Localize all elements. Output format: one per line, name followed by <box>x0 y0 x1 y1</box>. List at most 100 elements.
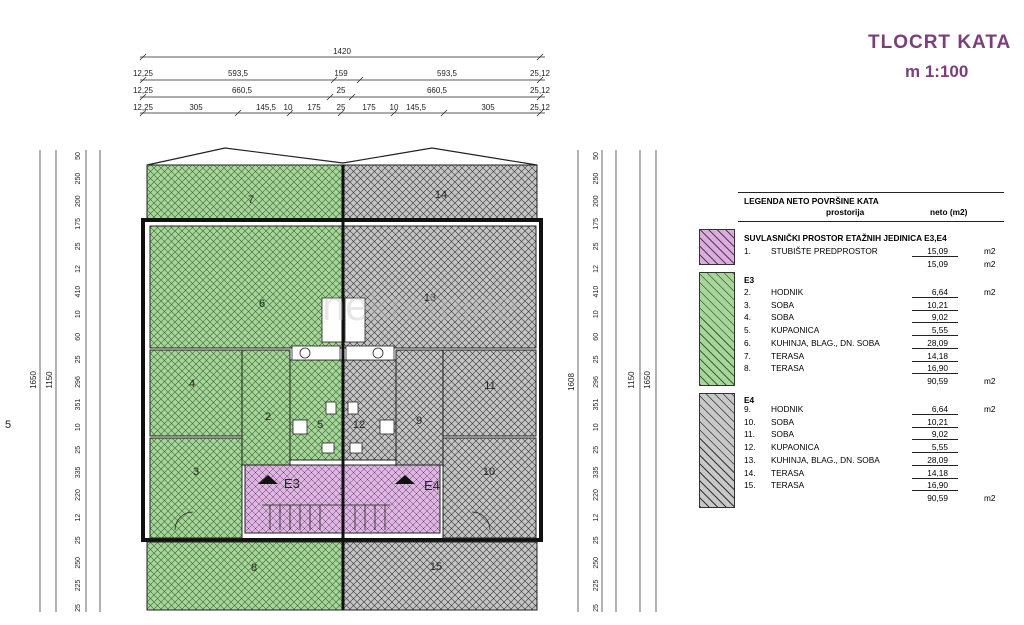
dim-label: 305 <box>481 103 495 112</box>
legend-row-val: 28,09 <box>927 454 948 465</box>
room-3 <box>149 437 243 539</box>
legend-row-n: 10. <box>744 416 756 427</box>
plan-scale: m 1:100 <box>905 62 969 81</box>
dim-left-mid: 1150 <box>45 371 54 389</box>
dim-label: 220 <box>593 489 600 501</box>
dim-label: 159 <box>334 69 348 78</box>
dim-label: 12,25 <box>133 103 154 112</box>
dim-label: 10 <box>593 310 600 318</box>
dim-label: 12 <box>75 265 82 273</box>
room-label-7: 7 <box>248 194 254 206</box>
room-4 <box>149 349 243 437</box>
dim-label: 296 <box>75 376 82 388</box>
legend-row-name: SOBA <box>771 416 795 427</box>
room-label-11: 11 <box>484 380 495 392</box>
dim-label: 660,5 <box>427 86 448 95</box>
room-label-5: 5 <box>317 419 323 431</box>
dim-tick <box>330 76 338 84</box>
legend-swatch-common <box>699 229 735 265</box>
dim-top-total: 1420 <box>333 47 351 56</box>
dim-tick <box>286 109 294 117</box>
dim-label: 335 <box>75 466 82 478</box>
dim-label: 25 <box>593 536 600 544</box>
room-label-12: 12 <box>353 419 365 431</box>
dim-label: 200 <box>75 195 82 207</box>
dim-label: 335 <box>593 466 600 478</box>
dim-label: 660,5 <box>232 86 253 95</box>
legend-total-value: 90,59 <box>927 492 948 503</box>
legend-row-n: 2. <box>744 287 751 297</box>
dim-label: 250 <box>593 557 600 569</box>
legend-row-name: SOBA <box>771 299 795 310</box>
legend-row-n: 9. <box>744 404 751 414</box>
legend-row-name: TERASA <box>771 480 805 491</box>
legend-e4-title: E4 <box>744 395 755 405</box>
dim-label: 175 <box>593 218 600 230</box>
dim-label: 10 <box>75 423 82 431</box>
legend-row-n: 8. <box>744 363 751 374</box>
legend-row-val: 15,09 <box>927 246 948 256</box>
dim-label: 175 <box>307 103 321 112</box>
room-label-9: 9 <box>416 415 422 427</box>
dim-label: 175 <box>75 218 82 230</box>
dim-right-outer: 1650 <box>643 371 652 389</box>
dim-label: 296 <box>593 376 600 388</box>
dim-label: 220 <box>75 489 82 501</box>
legend-swatch-e4 <box>699 393 735 508</box>
room-label-3: 3 <box>193 466 199 478</box>
dim-tick <box>348 93 356 101</box>
legend-row-name: SOBA <box>771 312 795 323</box>
dim-label: 12 <box>593 265 600 273</box>
dim-left-letter: 5 <box>5 419 11 431</box>
legend-total-value: 15,09 <box>927 258 948 269</box>
dim-label: 25 <box>75 242 82 250</box>
dim-label: 25,12 <box>530 86 551 95</box>
legend-row-val: 14,18 <box>927 467 948 478</box>
top-dimensions <box>139 53 545 117</box>
dim-label: 410 <box>593 286 600 298</box>
room-label-13: 13 <box>424 292 436 304</box>
legend-row-n: 6. <box>744 337 751 348</box>
room-14 <box>342 164 538 221</box>
dim-label: 50 <box>75 152 82 160</box>
room-7 <box>146 164 344 221</box>
room-label-1: 1 <box>339 486 345 498</box>
dim-label: 25 <box>593 355 600 363</box>
dim-label: 10 <box>390 103 399 112</box>
dim-label: 250 <box>75 557 82 569</box>
dim-label: 593,5 <box>437 69 458 78</box>
dim-tick <box>440 109 448 117</box>
legend-row-n: 7. <box>744 350 751 361</box>
dim-label: 200 <box>593 195 600 207</box>
room-label-10: 10 <box>483 466 495 478</box>
legend-row-n: 14. <box>744 467 756 478</box>
legend-row-name: SOBA <box>771 429 795 440</box>
legend-row-val: 9,02 <box>931 429 948 440</box>
legend-row-name: STUBIŠTE PREDPROSTOR <box>771 246 878 256</box>
dim-label: 60 <box>75 333 82 341</box>
legend-row-n: 12. <box>744 442 756 453</box>
legend-common-title: SUVLASNIČKI PROSTOR ETAŽNIH JEDINICA E3,… <box>744 233 947 243</box>
dim-tick <box>139 93 147 101</box>
dim-label: 12 <box>75 514 82 522</box>
legend-row-val: 9,02 <box>931 312 948 323</box>
unit-label-e3: E3 <box>284 476 300 491</box>
dim-tick <box>234 109 242 117</box>
legend-row-val: 16,90 <box>927 480 948 491</box>
room-label-14: 14 <box>435 189 447 201</box>
legend-total-unit: m2 <box>984 375 996 386</box>
legend-row-n: 3. <box>744 299 751 310</box>
dim-label: 25 <box>593 446 600 454</box>
dim-label: 250 <box>593 173 600 185</box>
legend-row-val: 5,55 <box>931 325 948 336</box>
dim-label: 145,5 <box>406 103 427 112</box>
legend-row-unit: m2 <box>984 246 996 256</box>
legend-col-room: prostorija <box>826 207 865 217</box>
legend-row-val: 6,64 <box>931 404 948 414</box>
room-15 <box>342 541 538 611</box>
dim-label: 351 <box>75 399 82 411</box>
dim-label: 10 <box>75 310 82 318</box>
dim-label: 25 <box>337 103 346 112</box>
dim-tick <box>337 109 345 117</box>
dim-right-mid: 1150 <box>627 371 636 389</box>
